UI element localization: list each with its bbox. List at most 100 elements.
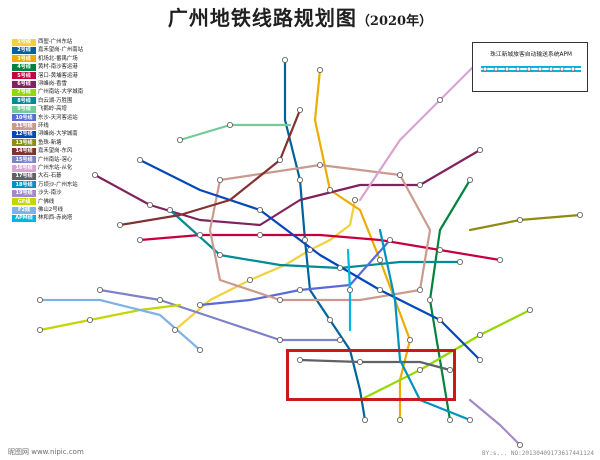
- station-node[interactable]: [416, 366, 423, 373]
- apm-station-node[interactable]: [548, 66, 554, 72]
- station-node[interactable]: [136, 156, 143, 163]
- station-node[interactable]: [351, 196, 358, 203]
- legend-row[interactable]: 17号线大石-石碁: [12, 172, 62, 180]
- station-node[interactable]: [476, 331, 483, 338]
- apm-station-node[interactable]: [559, 66, 565, 72]
- station-node[interactable]: [136, 236, 143, 243]
- station-node[interactable]: [146, 201, 153, 208]
- station-node[interactable]: [296, 356, 303, 363]
- legend-row[interactable]: 2号线嘉禾望岗-广州南站: [12, 46, 83, 54]
- station-node[interactable]: [456, 258, 463, 265]
- legend-row[interactable]: 1号线西塱-广州东站: [12, 38, 72, 46]
- station-node[interactable]: [376, 256, 383, 263]
- station-node[interactable]: [117, 221, 124, 228]
- station-node[interactable]: [92, 171, 99, 178]
- station-node[interactable]: [416, 286, 423, 293]
- station-node[interactable]: [466, 176, 473, 183]
- station-node[interactable]: [386, 236, 393, 243]
- station-node[interactable]: [37, 326, 44, 333]
- station-node[interactable]: [176, 136, 183, 143]
- station-node[interactable]: [326, 316, 333, 323]
- station-node[interactable]: [97, 286, 104, 293]
- apm-station-node[interactable]: [537, 66, 543, 72]
- station-node[interactable]: [296, 286, 303, 293]
- legend-row[interactable]: 10号线东沙-天河客运站: [12, 114, 78, 122]
- apm-station-node[interactable]: [493, 66, 499, 72]
- station-node[interactable]: [246, 276, 253, 283]
- legend-row[interactable]: 14号线嘉禾望岗-东风: [12, 147, 72, 155]
- station-node[interactable]: [196, 346, 203, 353]
- station-node[interactable]: [446, 366, 453, 373]
- legend-row[interactable]: 12号线浔峰岗-大学城南: [12, 130, 78, 138]
- station-node[interactable]: [306, 246, 313, 253]
- station-node[interactable]: [527, 306, 534, 313]
- station-node[interactable]: [316, 67, 323, 74]
- station-node[interactable]: [416, 181, 423, 188]
- station-node[interactable]: [296, 107, 303, 114]
- station-node[interactable]: [196, 231, 203, 238]
- station-node[interactable]: [356, 358, 363, 365]
- station-node[interactable]: [336, 264, 343, 271]
- station-node[interactable]: [156, 296, 163, 303]
- legend-row[interactable]: 19号线沙头-南沙: [12, 189, 62, 197]
- station-node[interactable]: [496, 256, 503, 263]
- legend-row[interactable]: 5号线滘口-黄埔客运港: [12, 72, 78, 80]
- station-node[interactable]: [476, 356, 483, 363]
- station-node[interactable]: [426, 296, 433, 303]
- station-node[interactable]: [171, 326, 178, 333]
- station-node[interactable]: [517, 441, 524, 448]
- legend-row[interactable]: 16号线广州东站-从化: [12, 164, 72, 172]
- legend-row[interactable]: 4号线黄村-南沙客运港: [12, 63, 78, 71]
- station-node[interactable]: [436, 246, 443, 253]
- station-node[interactable]: [256, 206, 263, 213]
- station-node[interactable]: [376, 286, 383, 293]
- station-node[interactable]: [466, 416, 473, 423]
- station-node[interactable]: [276, 336, 283, 343]
- legend-row[interactable]: 13号线鱼珠-新塘: [12, 139, 62, 147]
- legend-row[interactable]: 15号线广州南站-滘心: [12, 156, 72, 164]
- station-node[interactable]: [396, 416, 403, 423]
- station-node[interactable]: [301, 236, 308, 243]
- station-node[interactable]: [256, 231, 263, 238]
- station-node[interactable]: [276, 156, 283, 163]
- station-node[interactable]: [316, 161, 323, 168]
- station-node[interactable]: [37, 296, 44, 303]
- station-node[interactable]: [216, 251, 223, 258]
- legend-row[interactable]: 7号线广州南站-大学城南: [12, 88, 83, 96]
- station-node[interactable]: [577, 211, 584, 218]
- legend-row[interactable]: 3号线机场北-番禺广场: [12, 55, 78, 63]
- station-node[interactable]: [87, 316, 94, 323]
- legend-row[interactable]: F2线佛山2号线: [12, 206, 63, 214]
- station-node[interactable]: [226, 122, 233, 129]
- station-node[interactable]: [346, 286, 353, 293]
- apm-station-node[interactable]: [570, 66, 576, 72]
- legend-row[interactable]: 9号线飞鹅岭-高增: [12, 105, 67, 113]
- station-node[interactable]: [446, 416, 453, 423]
- apm-station-node[interactable]: [482, 66, 488, 72]
- station-node[interactable]: [196, 301, 203, 308]
- legend-row[interactable]: GF线广佛线: [12, 198, 54, 206]
- legend-row[interactable]: 11号线环线: [12, 122, 49, 130]
- station-node[interactable]: [476, 146, 483, 153]
- apm-station-node[interactable]: [504, 66, 510, 72]
- station-node[interactable]: [436, 97, 443, 104]
- legend-row[interactable]: 8号线白云湖-万胜围: [12, 97, 72, 105]
- station-node[interactable]: [361, 416, 368, 423]
- station-node[interactable]: [216, 176, 223, 183]
- apm-station-node[interactable]: [515, 66, 521, 72]
- legend-row[interactable]: 18号线万顷沙-广州东站: [12, 181, 78, 189]
- station-node[interactable]: [436, 316, 443, 323]
- apm-station-node[interactable]: [526, 66, 532, 72]
- legend-row[interactable]: APM线林和西-赤岗塔: [12, 214, 72, 222]
- legend-row[interactable]: 6号线浔峰岗-香雪: [12, 80, 67, 88]
- station-node[interactable]: [296, 176, 303, 183]
- station-node[interactable]: [406, 336, 413, 343]
- station-node[interactable]: [166, 206, 173, 213]
- station-node[interactable]: [326, 186, 333, 193]
- station-node[interactable]: [281, 57, 288, 64]
- legend-line-badge: 6号线: [12, 80, 36, 88]
- station-node[interactable]: [396, 171, 403, 178]
- station-node[interactable]: [336, 336, 343, 343]
- station-node[interactable]: [517, 216, 524, 223]
- station-node[interactable]: [276, 296, 283, 303]
